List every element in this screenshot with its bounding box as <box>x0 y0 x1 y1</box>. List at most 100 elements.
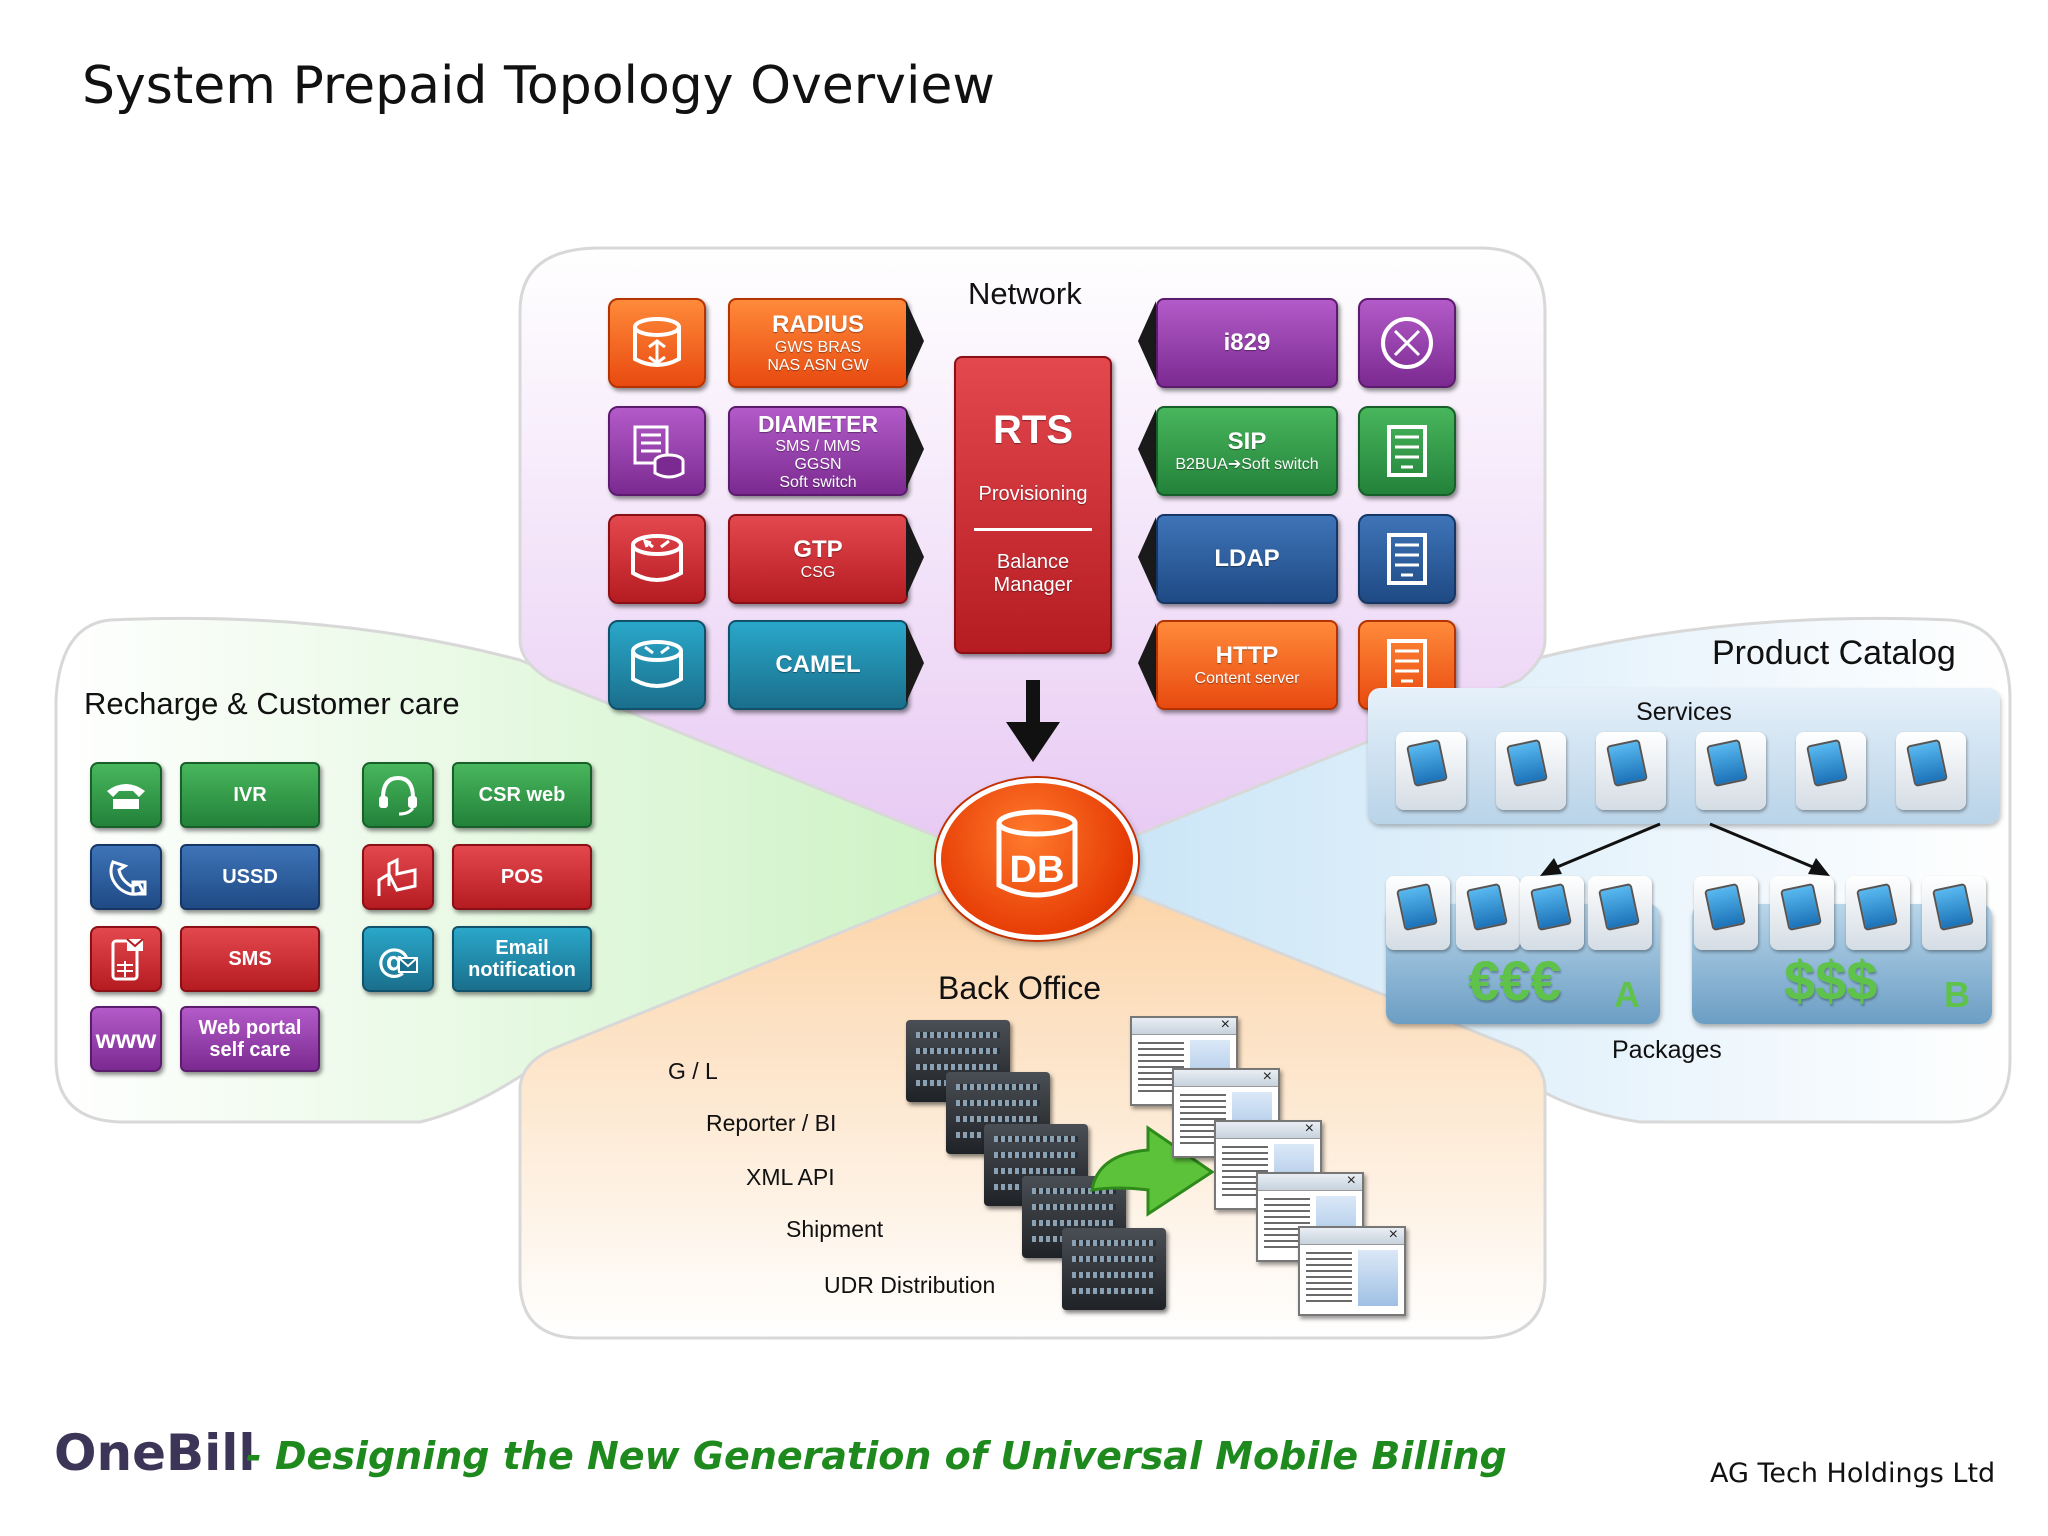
footer-company: AG Tech Holdings Ltd <box>1710 1458 1996 1489</box>
email-notification-tile: Email notification <box>452 926 592 992</box>
ldap-tile: LDAP <box>1156 514 1338 604</box>
web-portal-label: Web portal <box>198 1017 302 1039</box>
gtp-sub-1: CSG <box>800 564 836 581</box>
sms-phone-icon <box>90 926 162 992</box>
footer-brand: OneBill <box>54 1424 256 1482</box>
http-arrow <box>1138 623 1156 703</box>
i829-arrow <box>1138 301 1156 381</box>
package-b-phone-icon-3 <box>1846 876 1910 950</box>
ivr-label: IVR <box>233 784 267 806</box>
diameter-arrow <box>906 409 924 489</box>
footer-tagline: - Designing the New Generation of Univer… <box>246 1434 1507 1478</box>
radius-title: RADIUS <box>771 311 864 338</box>
ivr-tile: IVR <box>180 762 320 828</box>
slide-title: System Prepaid Topology Overview <box>82 56 995 116</box>
csr-web-tile: CSR web <box>452 762 592 828</box>
camel-arrow <box>906 623 924 703</box>
diameter-server-icon <box>608 406 706 496</box>
web-portal-tile: Web portal self care <box>180 1006 320 1072</box>
service-phone-icon-1 <box>1396 732 1466 810</box>
csr-web-label: CSR web <box>478 784 566 806</box>
rts-divider <box>974 528 1092 531</box>
back-office-item-reporter: Reporter / BI <box>706 1110 837 1136</box>
http-title: HTTP <box>1215 642 1279 669</box>
package-a-phone-icon-1 <box>1386 876 1450 950</box>
db-circle: DB <box>936 778 1138 940</box>
ldap-arrow <box>1138 517 1156 597</box>
back-office-label: Back Office <box>938 970 1102 1006</box>
phone-icon <box>90 762 162 828</box>
package-arrows-icon <box>1540 822 1830 876</box>
back-office-item-gl: G / L <box>668 1058 718 1084</box>
service-phone-icon-6 <box>1896 732 1966 810</box>
service-phone-icon-5 <box>1796 732 1866 810</box>
back-office-item-xml-api: XML API <box>746 1164 835 1190</box>
pos-label: POS <box>500 866 544 888</box>
package-a-phone-icon-2 <box>1456 876 1520 950</box>
db-cylinder-icon <box>996 809 1078 898</box>
gtp-title: GTP <box>793 536 843 563</box>
package-b-letter: B <box>1944 974 1970 1015</box>
diameter-sub-2: GGSN <box>794 455 842 473</box>
rts-balance: Balance <box>996 551 1070 573</box>
email-label: Email <box>495 937 549 959</box>
sms-tile: SMS <box>180 926 320 992</box>
radius-sub-1: GWS BRAS <box>774 339 862 356</box>
radius-arrow <box>906 301 924 381</box>
network-label: Network <box>968 276 1082 311</box>
sip-arrow <box>1138 409 1156 489</box>
services-label: Services <box>1636 698 1732 726</box>
rts-block: RTS Provisioning Balance Manager <box>954 356 1112 654</box>
package-b-phone-icon-4 <box>1922 876 1986 950</box>
catalog-label: Product Catalog <box>1712 634 1956 672</box>
radius-database-icon <box>608 298 706 388</box>
server-icon-5 <box>1062 1228 1166 1310</box>
ldap-title: LDAP <box>1214 545 1280 572</box>
sms-label: SMS <box>228 948 272 970</box>
service-phone-icon-3 <box>1596 732 1666 810</box>
db-label: DB <box>1009 849 1065 891</box>
package-a-phone-icon-3 <box>1520 876 1584 950</box>
headset-icon <box>362 762 434 828</box>
back-office-item-shipment: Shipment <box>786 1216 884 1242</box>
report-window-icon-5: × <box>1298 1226 1406 1316</box>
back-office-item-udr: UDR Distribution <box>824 1272 996 1298</box>
diameter-sub-3: Soft switch <box>779 473 857 491</box>
packages-label: Packages <box>1612 1036 1722 1064</box>
ldap-server-icon <box>1358 514 1456 604</box>
service-phone-icon-2 <box>1496 732 1566 810</box>
pos-tile: POS <box>452 844 592 910</box>
service-phone-icon-4 <box>1696 732 1766 810</box>
package-b-symbol: $$$ <box>1784 949 1878 1012</box>
notification-label: notification <box>468 959 576 981</box>
gtp-arrow <box>906 517 924 597</box>
self-care-label: self care <box>209 1039 291 1061</box>
i829-title: i829 <box>1223 329 1271 356</box>
diameter-title: DIAMETER <box>757 410 879 437</box>
i829-tile: i829 <box>1156 298 1338 388</box>
camel-tile: CAMEL <box>728 620 908 710</box>
services-panel: Services <box>1368 688 2000 824</box>
gtp-tile: GTP CSG <box>728 514 908 604</box>
ussd-tile: USSD <box>180 844 320 910</box>
sip-tile: SIP B2BUA➔Soft switch <box>1156 406 1338 496</box>
package-b-phone-icon-1 <box>1694 876 1758 950</box>
http-tile: HTTP Content server <box>1156 620 1338 710</box>
rts-manager: Manager <box>993 574 1073 596</box>
diameter-sub-1: SMS / MMS <box>775 437 861 455</box>
package-a-phone-icon-4 <box>1588 876 1652 950</box>
down-arrow-icon <box>1006 680 1060 762</box>
handset-icon <box>90 844 162 910</box>
i829-router-icon <box>1358 298 1456 388</box>
radius-tile: RADIUS GWS BRAS NAS ASN GW <box>728 298 908 388</box>
package-b-phone-icon-2 <box>1770 876 1834 950</box>
package-a-letter: A <box>1614 974 1640 1015</box>
ussd-label: USSD <box>222 866 278 888</box>
http-sub-1: Content server <box>1194 670 1300 687</box>
sip-server-icon <box>1358 406 1456 496</box>
camel-title: CAMEL <box>775 651 861 678</box>
rts-provisioning: Provisioning <box>978 483 1088 505</box>
sip-sub-1: B2BUA➔Soft switch <box>1175 456 1319 473</box>
package-a-symbol: €€€ <box>1468 949 1562 1012</box>
diameter-tile: DIAMETER SMS / MMS GGSN Soft switch <box>728 406 908 496</box>
